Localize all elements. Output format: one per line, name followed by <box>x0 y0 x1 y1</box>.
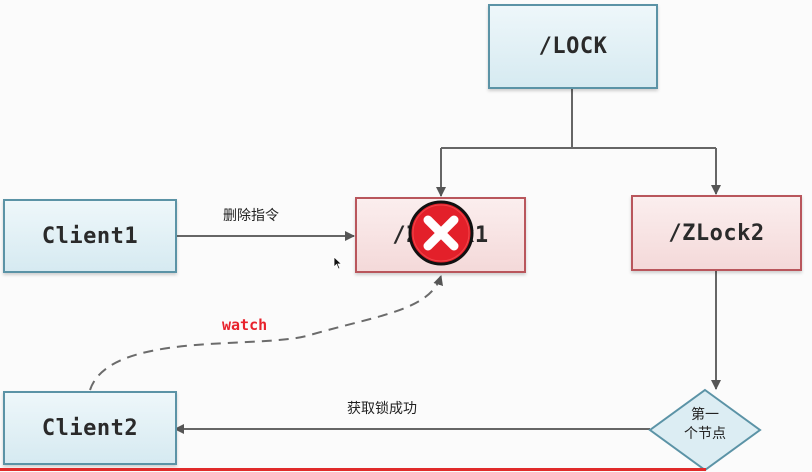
client2-node-label: Client2 <box>41 415 139 441</box>
client1-node: Client1 <box>3 199 177 273</box>
watch-label: watch <box>222 316 268 334</box>
bottom-red-underline <box>0 468 706 471</box>
delete-command-label: 删除指令 <box>223 208 279 224</box>
zlock2-node-label: /ZLock2 <box>668 220 765 246</box>
first-node-label-line2: 个节点 <box>684 426 726 442</box>
zlock2-node: /ZLock2 <box>631 195 802 271</box>
acquire-lock-success-label: 获取锁成功 <box>347 401 417 417</box>
lock-node-label: /LOCK <box>538 34 608 59</box>
client1-node-label: Client1 <box>41 223 139 249</box>
first-node-label-line1: 第一 <box>691 407 719 423</box>
lock-node: /LOCK <box>488 4 658 89</box>
client2-node: Client2 <box>3 391 177 465</box>
watch-dashed-arrow <box>89 275 443 391</box>
mouse-pointer-icon <box>333 256 343 270</box>
close-icon <box>408 200 474 266</box>
first-node-label: 第一 个节点 <box>665 406 745 444</box>
